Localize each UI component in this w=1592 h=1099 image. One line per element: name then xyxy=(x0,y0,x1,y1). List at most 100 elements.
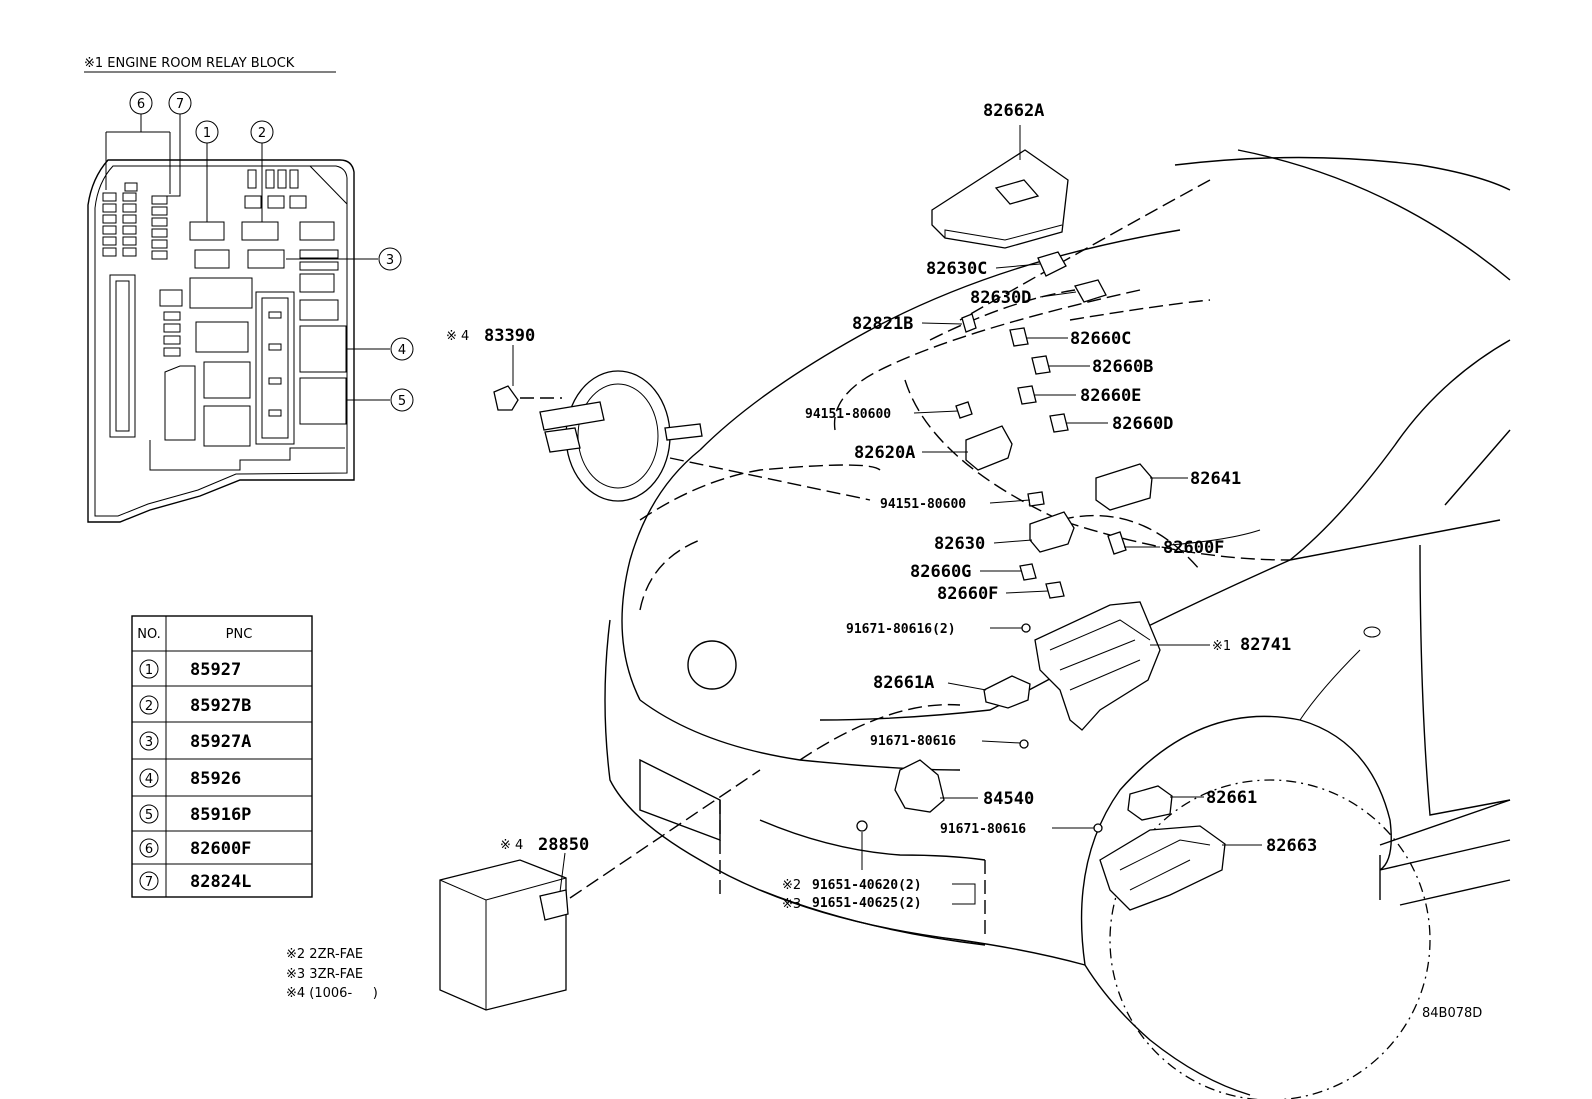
label-82600F: 82600F xyxy=(1163,538,1224,558)
table-row: 3 85927A xyxy=(139,731,251,752)
housing-slot xyxy=(164,365,196,441)
table-header-pnc: PNC xyxy=(226,627,253,642)
relay-82630C xyxy=(1037,251,1067,277)
label-82620A: 82620A xyxy=(854,443,915,463)
relay-extra-a xyxy=(299,221,335,241)
side-marker xyxy=(1363,626,1381,638)
footnotes: ※2 2ZR-FAE ※3 3ZR-FAE ※4 (1006- ) xyxy=(286,947,378,1001)
housing-bottom-step xyxy=(149,440,345,471)
relay-85916P xyxy=(299,377,347,425)
hood-front-curve xyxy=(621,449,701,701)
label-83390-mark: ※ 4 xyxy=(446,329,469,344)
label-91651-40625-mark: ※3 xyxy=(782,897,801,912)
relay-block-housing-inner xyxy=(94,165,348,517)
callout-3: 3 xyxy=(378,247,402,271)
label-94151-80600-a: 94151-80600 xyxy=(805,407,891,422)
callout-6-leader xyxy=(105,114,171,194)
label-82821B: 82821B xyxy=(852,314,913,334)
table-row: 7 82824L xyxy=(139,871,251,892)
callout-5: 5 xyxy=(390,388,414,412)
bolt-91671-c xyxy=(1093,823,1103,833)
nut-94151-a xyxy=(955,401,973,419)
label-91671-80616-b: 91671-80616 xyxy=(870,734,956,749)
engine-bay-dash-1 xyxy=(639,464,881,521)
relay-block-cover xyxy=(931,149,1069,249)
fuse-82660D xyxy=(1049,413,1069,433)
headlight xyxy=(687,640,737,690)
battery-sensor-28850 xyxy=(539,889,569,921)
svg-text:4: 4 xyxy=(145,772,153,787)
windshield-edge xyxy=(1237,149,1511,281)
relay-85926 xyxy=(299,325,347,373)
label-91651-40620-mark: ※2 xyxy=(782,878,801,893)
engine-bay-dash-3 xyxy=(799,703,961,761)
relay-block-section: ※1 ENGINE ROOM RELAY BLOCK xyxy=(84,56,414,523)
label-91671-80616-2: 91671-80616(2) xyxy=(846,622,956,637)
fuse-82660F xyxy=(1045,581,1065,599)
label-82660G: 82660G xyxy=(910,562,971,582)
fuse-82660B xyxy=(1031,355,1051,375)
fuse-82600F xyxy=(1107,531,1127,555)
label-91651-40620: 91651-40620(2) xyxy=(812,878,922,893)
label-82663: 82663 xyxy=(1266,836,1317,856)
relay-82661A xyxy=(983,675,1031,709)
label-91671-80616-c: 91671-80616 xyxy=(940,822,1026,837)
wheel-arch-lower xyxy=(1084,964,1251,1096)
label-82660E: 82660E xyxy=(1080,386,1141,406)
relay-block-82741 xyxy=(1034,601,1161,731)
label-82660B: 82660B xyxy=(1092,357,1153,377)
leader-lines xyxy=(512,125,1262,905)
booster-link-line xyxy=(669,457,871,501)
relay-block-center xyxy=(195,321,249,353)
label-82662A: 82662A xyxy=(983,101,1044,121)
note-2zr-fae: ※2 2ZR-FAE xyxy=(286,947,363,962)
label-82741-mark: ※1 xyxy=(1212,639,1231,654)
part-labels: 82662A 82630C 82630D 82821B 82660C 82660… xyxy=(446,101,1317,912)
fuse-82660C xyxy=(1009,327,1029,347)
table-row: 4 85926 xyxy=(139,768,241,789)
callout-7: 7 xyxy=(168,91,192,115)
relay-82630 xyxy=(1029,511,1075,553)
booster-push-rod xyxy=(664,423,703,441)
sensor-83390 xyxy=(493,385,519,411)
relay-block-82620A xyxy=(965,425,1013,471)
figure-code: 84B078D xyxy=(1422,1006,1482,1021)
relay-block-cover-window xyxy=(994,179,1040,205)
battery-link-line xyxy=(569,769,761,899)
label-82630: 82630 xyxy=(934,534,985,554)
label-84540: 84540 xyxy=(983,789,1034,809)
relay-block-housing xyxy=(87,159,355,523)
svg-text:2: 2 xyxy=(258,126,266,141)
svg-text:82824L: 82824L xyxy=(190,872,251,892)
label-82741: 82741 xyxy=(1240,635,1291,655)
svg-text:5: 5 xyxy=(145,808,153,823)
table-row: 1 85927 xyxy=(139,659,241,680)
long-fuse-bar xyxy=(109,274,136,438)
engine-bay-dash-6 xyxy=(929,289,1076,341)
engine-bay-dash-2 xyxy=(719,800,986,940)
relay-extra-b xyxy=(194,249,230,269)
front-door-edge xyxy=(1419,544,1511,816)
callout-6: 6 xyxy=(129,91,153,115)
svg-text:7: 7 xyxy=(145,875,153,890)
svg-text:6: 6 xyxy=(137,97,145,112)
mini-fuse-grid xyxy=(102,182,168,260)
relay-82661 xyxy=(1127,785,1173,821)
engine-bay-dash-8 xyxy=(1069,299,1211,321)
callout-2: 2 xyxy=(250,120,274,144)
label-28850-mark: ※ 4 xyxy=(500,838,523,853)
label-82641: 82641 xyxy=(1190,469,1241,489)
pnc-table: NO. PNC 1 85927 2 85927B 3 85927A 4 8592… xyxy=(131,615,313,898)
svg-text:1: 1 xyxy=(145,663,153,678)
label-82630D: 82630D xyxy=(970,288,1031,308)
engine-bay-dash-7 xyxy=(959,179,1211,321)
small-fuse-column xyxy=(163,311,181,357)
label-91651-40625: 91651-40625(2) xyxy=(812,896,922,911)
label-82661A: 82661A xyxy=(873,673,934,693)
booster-rod xyxy=(539,401,605,431)
label-28850: 28850 xyxy=(538,835,589,855)
table-row: 2 85927B xyxy=(139,695,251,716)
lower-lip xyxy=(759,889,986,946)
fuse-82660G xyxy=(1019,563,1037,581)
label-82660C: 82660C xyxy=(1070,329,1131,349)
